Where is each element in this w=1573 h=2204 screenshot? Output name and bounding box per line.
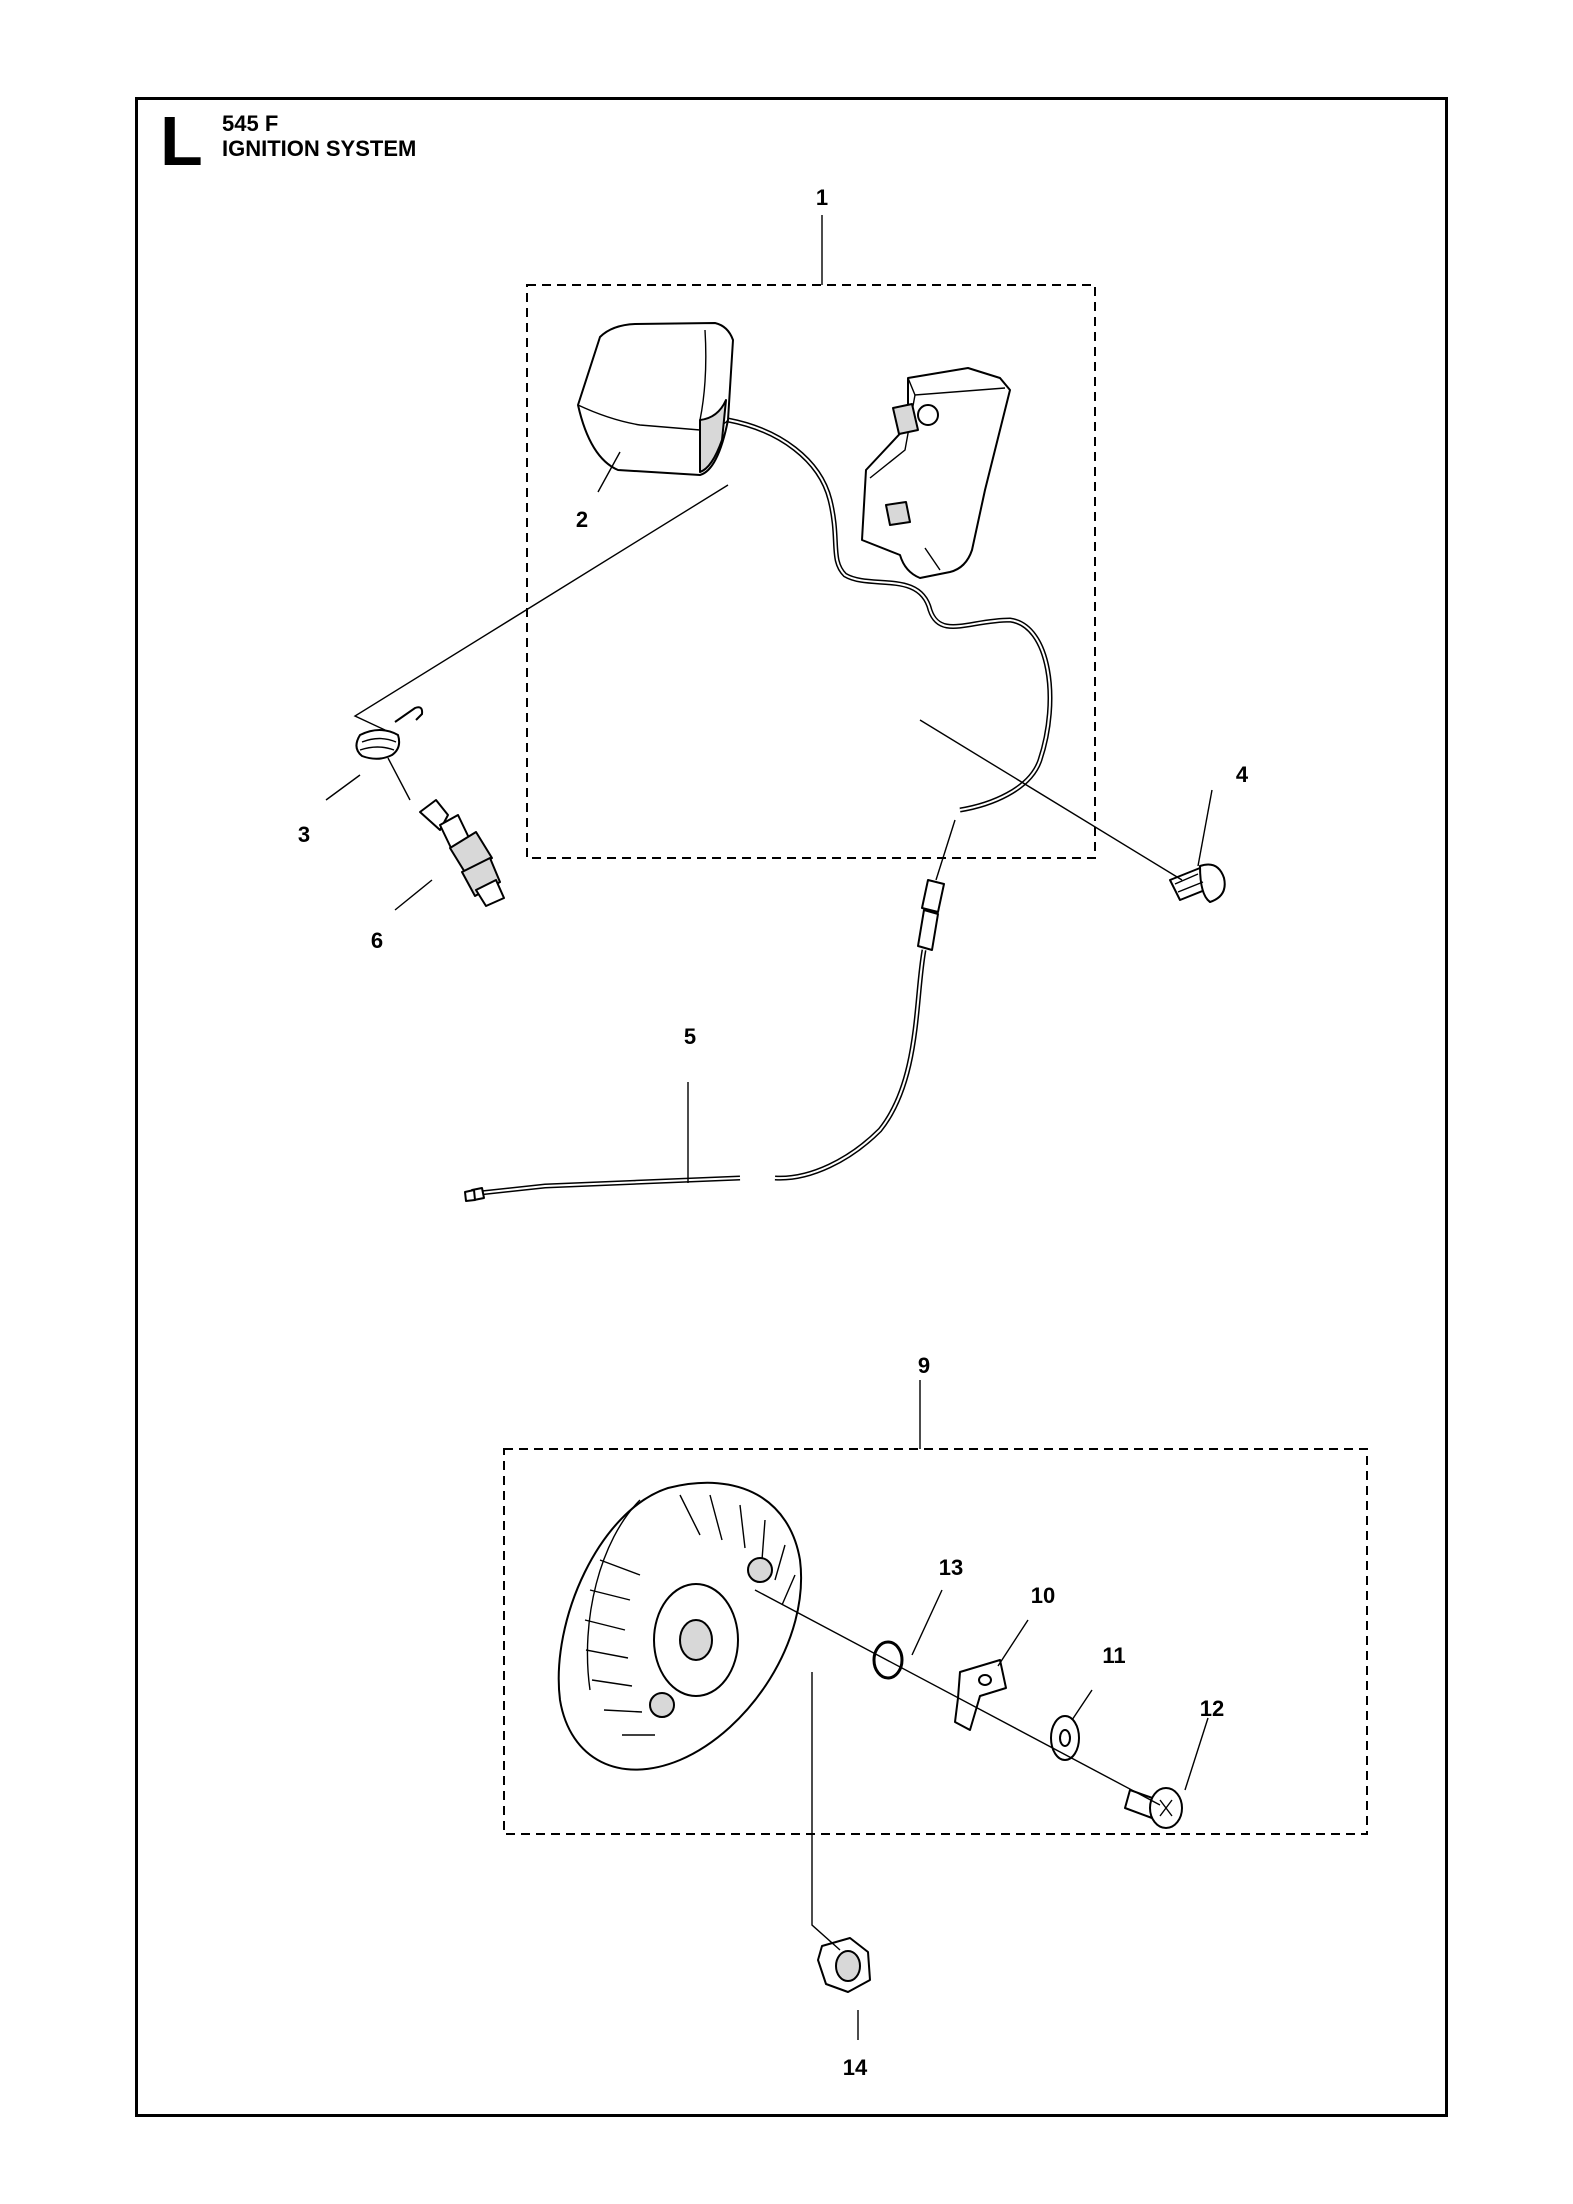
leader-lines [325, 215, 1213, 2040]
callout-9: 9 [918, 1353, 930, 1378]
model-number: 545 F [222, 111, 279, 136]
callout-10: 10 [1031, 1583, 1055, 1608]
callout-5: 5 [684, 1024, 696, 1049]
ignition-module [861, 367, 1011, 579]
section-letter: L [160, 102, 203, 180]
module-screw [1169, 863, 1226, 903]
group-box-9 [503, 1448, 1368, 1835]
callout-13: 13 [939, 1555, 963, 1580]
ignition-module-assembly [577, 322, 1053, 813]
spark-plug [419, 799, 505, 907]
callout-12: 12 [1200, 1696, 1224, 1721]
flywheel [557, 1481, 803, 1771]
callout-2: 2 [576, 507, 588, 532]
callout-11: 11 [1102, 1643, 1125, 1668]
ignition-spring [355, 706, 424, 801]
flywheel-screw [1124, 1787, 1183, 1829]
callout-6: 6 [371, 928, 383, 953]
bracket [954, 1659, 1007, 1731]
header-block: 545 F IGNITION SYSTEM [222, 111, 417, 161]
callout-3: 3 [298, 822, 310, 847]
washer [1050, 1715, 1080, 1761]
retaining-ring [872, 1640, 904, 1680]
page-frame [135, 97, 1448, 2117]
callout-4: 4 [1236, 762, 1249, 787]
ignition-cable [464, 819, 956, 1202]
group-box-1 [526, 284, 1096, 859]
section-title: IGNITION SYSTEM [222, 135, 417, 161]
callout-14: 14 [843, 2055, 868, 2080]
flywheel-nut [817, 1937, 871, 1993]
callout-1: 1 [816, 185, 828, 210]
